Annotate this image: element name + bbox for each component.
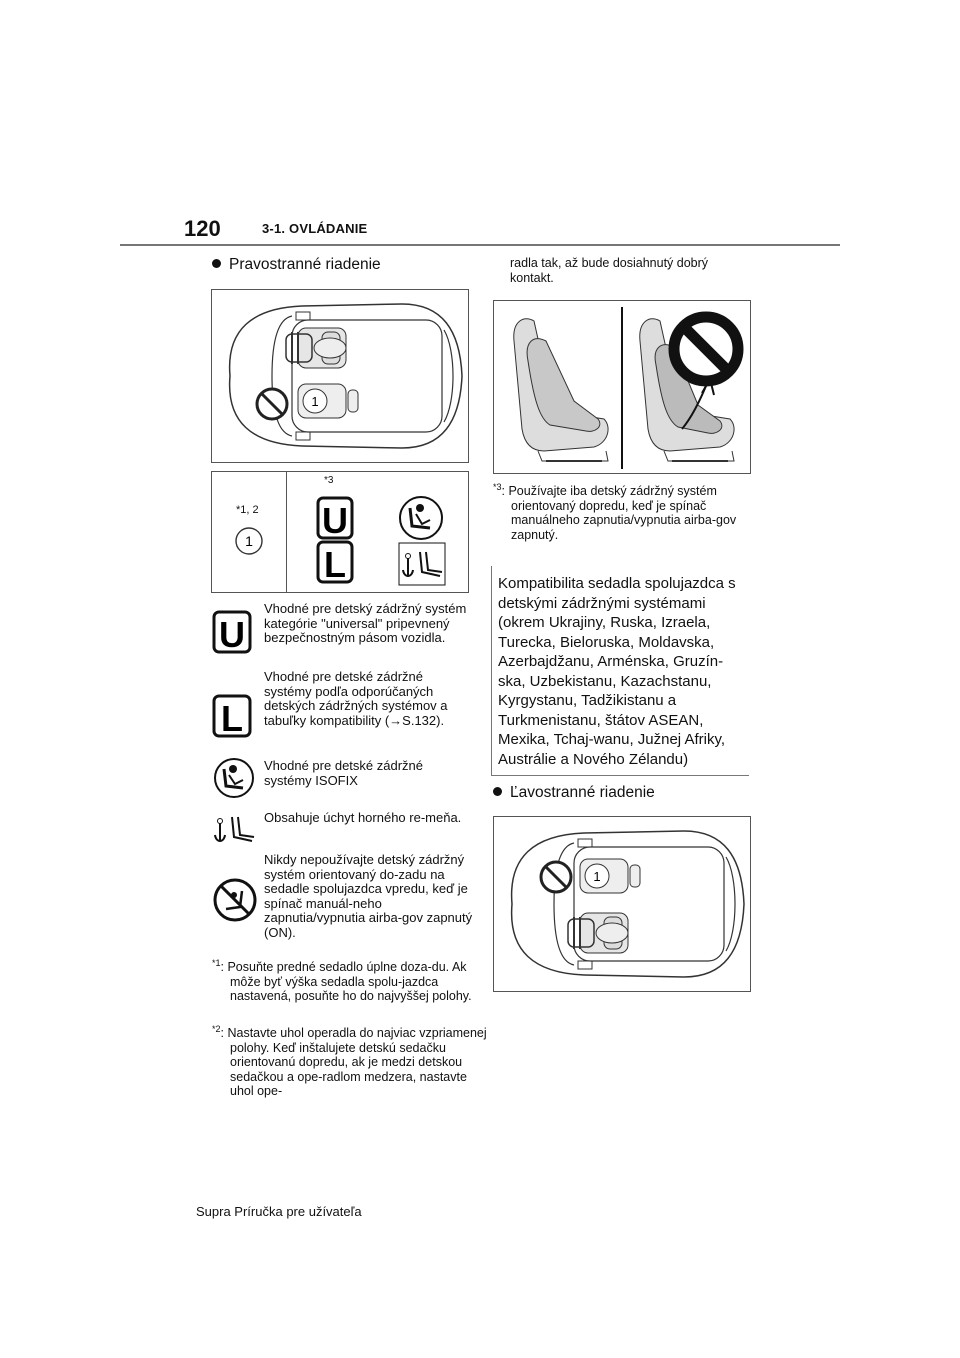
note-3: *3: Používajte iba detský zádržný systém… [493,482,737,542]
svg-text:1: 1 [245,533,253,549]
page-number: 120 [184,216,221,241]
universal-u-icon: U [212,610,252,654]
heading-right-hand-drive: Pravostranné riadenie [212,256,381,274]
car-diagram-lhd: 1 [493,816,751,992]
position-1-icon: 1 [235,527,263,555]
note-2: *2: Nastavte uhol operadla do najviac vz… [212,1024,487,1099]
bullet-icon [493,787,502,796]
svg-text:U: U [219,614,245,654]
isofix-seat-icon [399,496,443,540]
legend-text: Vhodné pre detské zádržné systémy podľa … [264,669,448,728]
legend-text: Vhodné pre detský zádržný systém kategór… [264,601,467,645]
compatibility-grid: *1, 2 1 *3 U L [211,471,469,593]
svg-text:1: 1 [311,394,318,409]
svg-text:U: U [322,500,348,541]
svg-text:L: L [324,544,346,584]
no-rear-facing-icon [213,878,257,922]
legend-text: Vhodné pre detské zádržné systémy ISOFIX [264,758,423,788]
note-1: *1: Posuňte predné sedadlo úplne doza-du… [212,958,472,1004]
footer-manual-title: Supra Príručka pre užívateľa [196,1204,362,1219]
car-top-view-icon: 1 [510,830,745,978]
seat-illustration [493,300,751,474]
ref-3: *3 [324,475,334,486]
ref-1-2: *1, 2 [236,504,259,516]
legend-row-universal: U Vhodné pre detský zádržný systém kateg… [212,601,472,666]
bullet-icon [212,259,221,268]
car-diagram-rhd: 1 [211,289,469,463]
header-rule [120,244,840,246]
legend-row-tether: Obsahuje úchyt horného re-meňa. [212,810,472,851]
legend-text: Nikdy nepoužívajte detský zádržný systém… [264,852,473,940]
compatibility-heading: Kompatibilita sedadla spolujazdca s dets… [498,575,736,768]
grid-divider [286,472,287,592]
child-seat-contact-illustration [513,307,744,469]
legend-row-l: L Vhodné pre detské zádržné systémy podľ… [212,669,472,754]
top-tether-anchor-icon [398,542,446,586]
legend-row-isofix: Vhodné pre detské zádržné systémy ISOFIX [212,758,472,803]
u-l-icons: U L [316,496,354,584]
compat-box-left-rule [491,566,492,776]
car-top-view-icon: 1 [228,303,463,449]
heading-left-hand-drive: Ľavostranné riadenie [493,784,655,802]
isofix-seat-icon [214,758,254,798]
legend-row-no-rear-facing: Nikdy nepoužívajte detský zádržný systém… [212,852,473,953]
svg-text:L: L [221,698,243,738]
compat-box-bottom-rule [491,775,749,776]
top-tether-anchor-icon [214,816,255,842]
continued-text: radla tak, až bude dosiahnutý dobrý kont… [510,256,709,285]
legend-text: Obsahuje úchyt horného re-meňa. [264,810,462,825]
svg-text:1: 1 [593,869,600,884]
l-category-icon: L [212,694,252,738]
section-title: 3-1. OVLÁDANIE [262,221,368,236]
